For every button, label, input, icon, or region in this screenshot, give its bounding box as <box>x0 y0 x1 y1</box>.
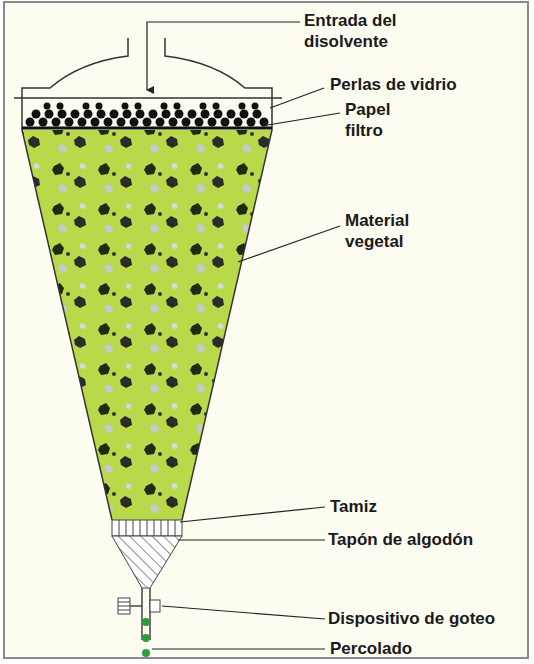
inlet-label: Entrada del disolvente <box>304 10 434 52</box>
percolate-label: Percolado <box>330 638 520 659</box>
sieve-label: Tamiz <box>330 496 520 517</box>
cotton-label: Tapón de algodón <box>328 529 528 550</box>
filter-label: Papel filtro <box>345 99 415 141</box>
plant-label: Material vegetal <box>345 210 455 252</box>
beads-label: Perlas de vidrio <box>330 74 520 95</box>
dropper-label: Dispositivo de goteo <box>328 608 528 629</box>
